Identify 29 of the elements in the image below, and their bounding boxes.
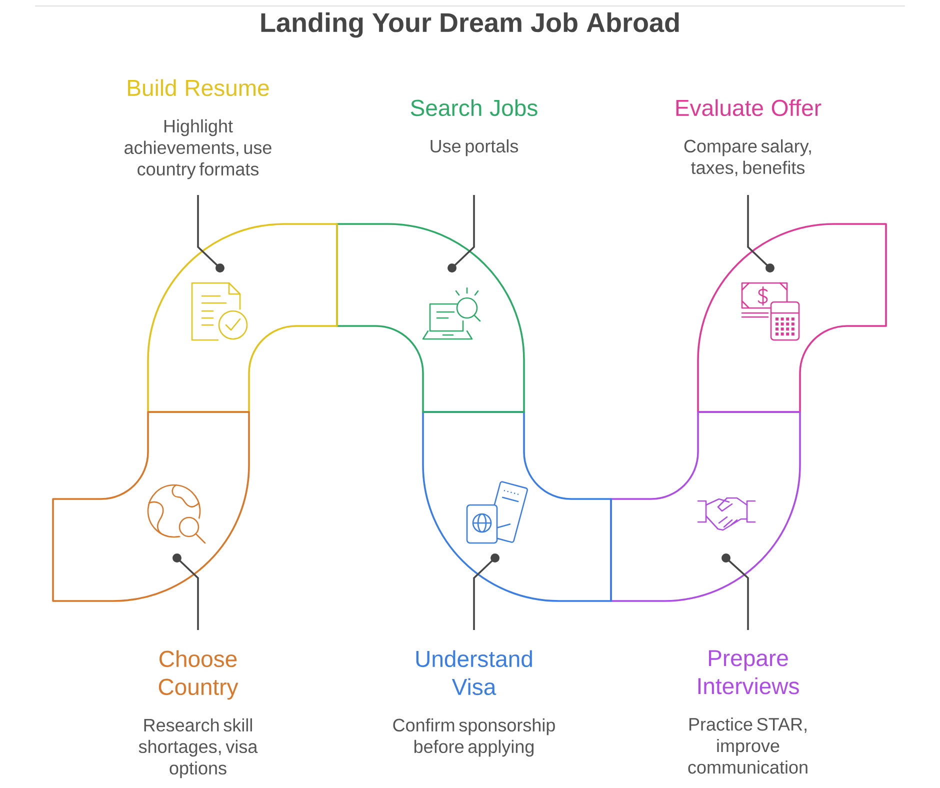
globe-search-icon [147,484,206,544]
step-title: Build Resume [128,79,269,96]
step-description: Compare salary, taxes, benefits [684,139,811,176]
step-title: Search Jobs [410,99,538,116]
leader-line [722,554,749,630]
pipe-segment [147,223,338,413]
passport-ticket-icon [466,481,528,544]
document-check-icon [191,282,248,341]
leader-line [172,554,199,630]
step-description: Highlight achievements, use country formats [124,119,272,180]
title: Landing Your Dream Job Abroad [261,12,679,38]
pipe-segment [52,411,250,602]
step-description: Use portals [430,139,518,156]
laptop-search-icon [422,287,481,340]
leader-line [747,195,774,272]
step-title: Prepare Interviews [698,650,799,694]
step-description: Practice STAR, improve communication [688,717,808,774]
money-calculator-icon [741,282,800,341]
handshake-icon [697,497,756,531]
step-title: Choose Country [158,650,238,700]
step-title: Understand Visa [416,650,532,696]
pipe-segment [610,411,801,602]
step-description: Research skill shortages, visa options [138,718,258,778]
step-title: Evaluate Offer [676,99,822,116]
leader-line [448,195,475,272]
pipe-segment [336,223,525,413]
step-description: Confirm sponsorship before applying [393,718,555,757]
leader-line [197,195,224,272]
leader-line [473,554,500,630]
